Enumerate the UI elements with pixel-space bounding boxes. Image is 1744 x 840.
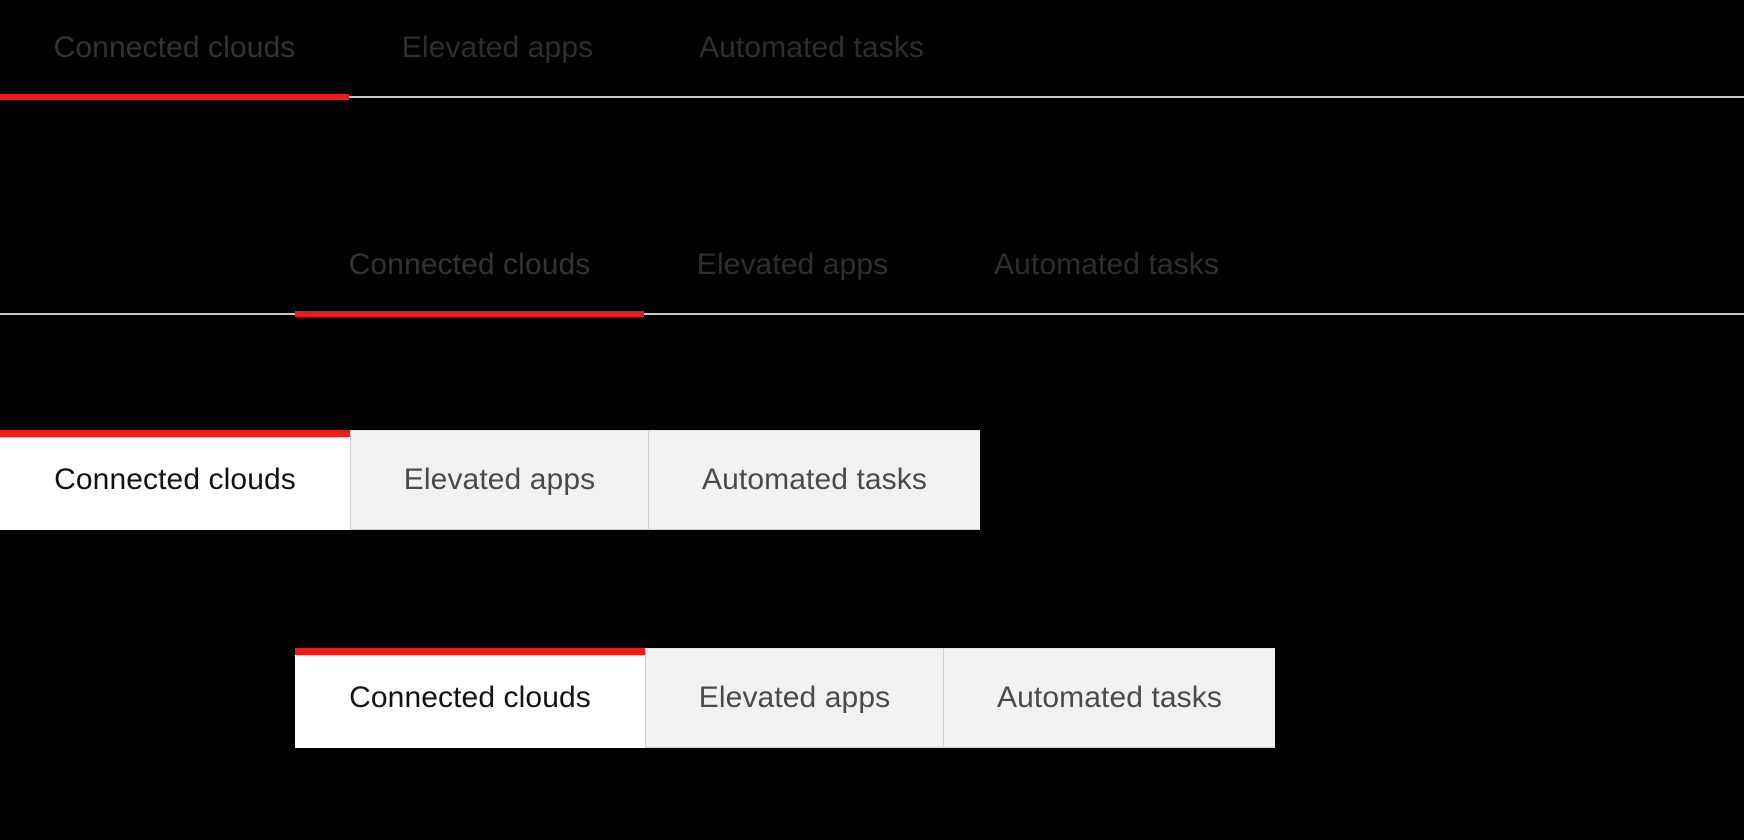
tab-label: Connected clouds	[348, 248, 591, 281]
active-tab-indicator	[0, 94, 349, 100]
tab-label: Automated tasks	[702, 463, 927, 496]
tab-label: Connected clouds	[53, 31, 296, 64]
tab-baseline-rule	[0, 311, 1744, 317]
tab-automated-tasks[interactable]: Automated tasks	[943, 648, 1275, 748]
tab-connected-clouds[interactable]: Connected clouds	[295, 217, 644, 313]
tab-list: Connected clouds Elevated apps Automated…	[0, 0, 1744, 96]
tab-group-underline-indented: Connected clouds Elevated apps Automated…	[0, 217, 1744, 317]
tab-label: Connected clouds	[349, 681, 591, 714]
tab-label: Elevated apps	[696, 248, 889, 281]
tab-group-boxed-flush: Connected clouds Elevated apps Automated…	[0, 430, 980, 530]
tab-elevated-apps[interactable]: Elevated apps	[645, 648, 943, 748]
tab-label: Elevated apps	[698, 681, 891, 714]
tab-label: Automated tasks	[997, 681, 1222, 714]
tab-label: Connected clouds	[54, 463, 296, 496]
tab-label: Elevated apps	[403, 463, 596, 496]
tab-label: Automated tasks	[994, 248, 1219, 281]
tab-label: Elevated apps	[401, 31, 594, 64]
tab-baseline-rule	[0, 94, 1744, 100]
tab-automated-tasks[interactable]: Automated tasks	[648, 430, 980, 530]
active-tab-indicator	[295, 311, 644, 317]
tab-elevated-apps[interactable]: Elevated apps	[349, 0, 646, 96]
tab-connected-clouds[interactable]: Connected clouds	[0, 430, 350, 530]
tab-elevated-apps[interactable]: Elevated apps	[350, 430, 648, 530]
tab-list: Connected clouds Elevated apps Automated…	[0, 217, 1744, 313]
tab-automated-tasks[interactable]: Automated tasks	[646, 0, 977, 96]
tab-group-boxed-indented: Connected clouds Elevated apps Automated…	[295, 648, 1275, 748]
tab-elevated-apps[interactable]: Elevated apps	[644, 217, 941, 313]
tab-group-underline-flush: Connected clouds Elevated apps Automated…	[0, 0, 1744, 100]
tab-connected-clouds[interactable]: Connected clouds	[295, 648, 645, 748]
tab-connected-clouds[interactable]: Connected clouds	[0, 0, 349, 96]
tab-label: Automated tasks	[699, 31, 924, 64]
tab-automated-tasks[interactable]: Automated tasks	[941, 217, 1272, 313]
